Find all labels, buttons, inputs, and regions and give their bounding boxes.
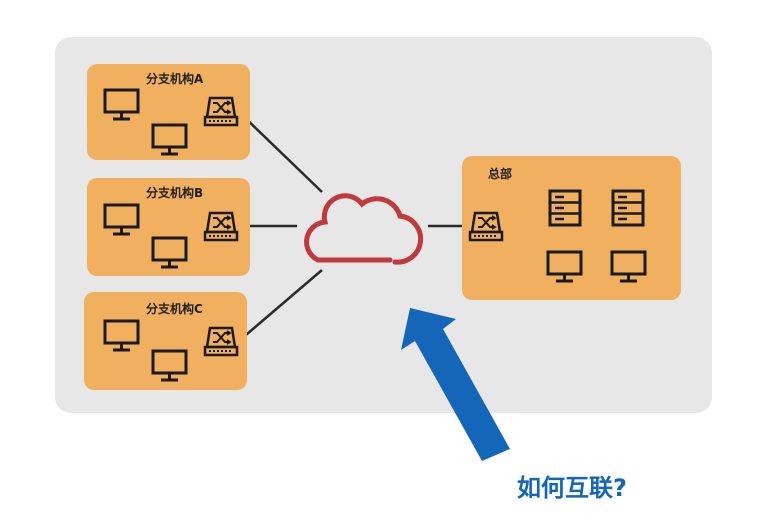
headquarters-label: 总部 — [488, 167, 513, 181]
desktop-monitor-icon — [151, 236, 188, 269]
interconnect-question: 如何互联? — [517, 474, 627, 502]
branch-a-label: 分支机构A — [146, 72, 204, 86]
cloud-icon — [304, 193, 424, 265]
desktop-monitor-icon — [103, 88, 140, 121]
network-switch-icon — [203, 326, 239, 357]
headquarters-box: 总部 — [462, 156, 681, 300]
desktop-monitor-icon — [103, 203, 140, 236]
desktop-monitor-icon — [546, 250, 583, 283]
desktop-monitor-icon — [610, 250, 647, 283]
branch-a-box: 分支机构A — [87, 64, 250, 160]
server-icon — [548, 189, 582, 227]
link-branch-c — [239, 269, 323, 341]
branch-b-box: 分支机构B — [87, 178, 250, 276]
branch-c-box: 分支机构C — [84, 292, 247, 390]
desktop-monitor-icon — [151, 123, 188, 156]
network-switch-icon — [468, 211, 504, 242]
desktop-monitor-icon — [151, 349, 188, 382]
branch-b-label: 分支机构B — [146, 186, 204, 200]
desktop-monitor-icon — [103, 319, 140, 352]
link-branch-a — [239, 112, 323, 193]
arrow-up-left-icon — [401, 308, 510, 461]
network-switch-icon — [203, 96, 239, 127]
network-switch-icon — [203, 211, 239, 242]
branch-c-label: 分支机构C — [146, 302, 203, 316]
server-icon — [611, 189, 645, 227]
